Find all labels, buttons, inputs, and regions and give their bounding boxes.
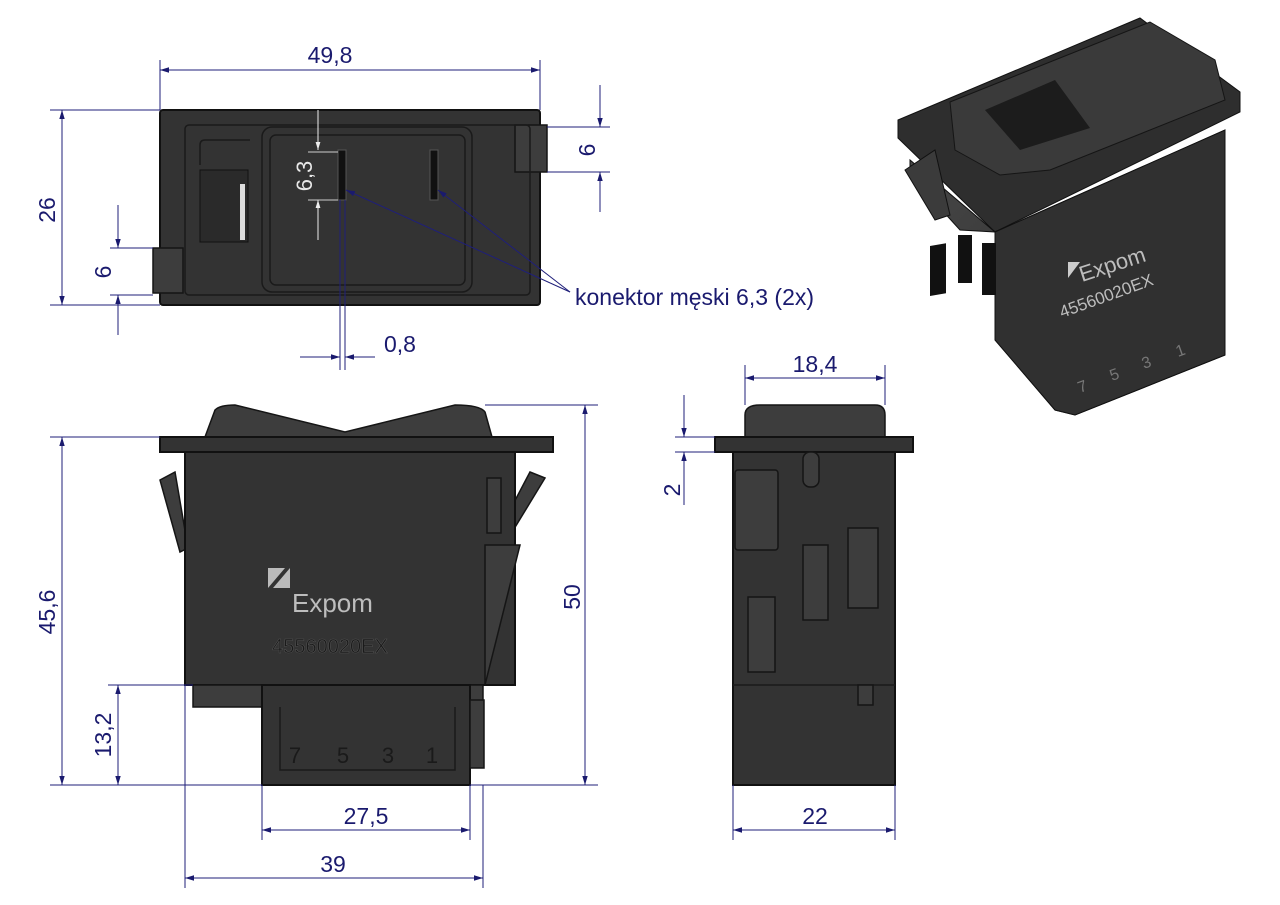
dim-left-tab-label: 6 bbox=[90, 266, 116, 279]
dim-connector-label: 6,3 bbox=[292, 161, 317, 192]
front-housing bbox=[184, 451, 516, 686]
dim-flange-thickness-label: 2 bbox=[659, 484, 685, 497]
dim-right-tab-label: 6 bbox=[574, 144, 600, 157]
3d-render: Expom 45560020EX 7 5 3 1 bbox=[897, 17, 1241, 416]
side-view: 18,4 2 22 bbox=[659, 351, 914, 840]
connector-pin-1 bbox=[337, 149, 347, 201]
pin-label: 7 bbox=[289, 743, 301, 768]
dim-rocker-width-label: 18,4 bbox=[793, 351, 838, 377]
right-tab bbox=[514, 124, 548, 173]
dim-flange-height-label: 45,6 bbox=[34, 590, 60, 635]
dim-height-label: 26 bbox=[34, 197, 60, 223]
dim-body-width-label: 39 bbox=[320, 851, 346, 877]
rocker bbox=[203, 404, 493, 438]
flange bbox=[159, 436, 554, 453]
dim-side-width-label: 22 bbox=[802, 803, 828, 829]
dim-thickness-label: 0,8 bbox=[384, 331, 416, 357]
side-rocker bbox=[744, 404, 886, 438]
top-view: 6,3 49,8 26 6 6 0,8 konektor męski 6,3 (… bbox=[34, 42, 814, 370]
pin-label: 5 bbox=[337, 743, 349, 768]
front-part-number: 45560020EX bbox=[272, 636, 388, 658]
dim-connector-height-label: 13,2 bbox=[90, 713, 116, 758]
side-flange bbox=[714, 436, 914, 453]
pin-label: 1 bbox=[426, 743, 438, 768]
top-housing bbox=[159, 109, 541, 306]
connector-block bbox=[261, 684, 471, 786]
connector-pin-2 bbox=[429, 149, 439, 201]
expom-logo: Expom bbox=[268, 568, 373, 618]
front-brand: Expom bbox=[292, 588, 373, 618]
dim-connector-width-label: 27,5 bbox=[344, 803, 389, 829]
connector-callout: konektor męski 6,3 (2x) bbox=[575, 284, 814, 310]
pin-label: 3 bbox=[382, 743, 394, 768]
front-view: Expom 45560020EX 7 5 3 1 45,6 13,2 50 27… bbox=[34, 404, 598, 888]
left-tab bbox=[152, 247, 184, 294]
dim-width-label: 49,8 bbox=[308, 42, 353, 68]
dim-total-height-label: 50 bbox=[559, 584, 585, 610]
